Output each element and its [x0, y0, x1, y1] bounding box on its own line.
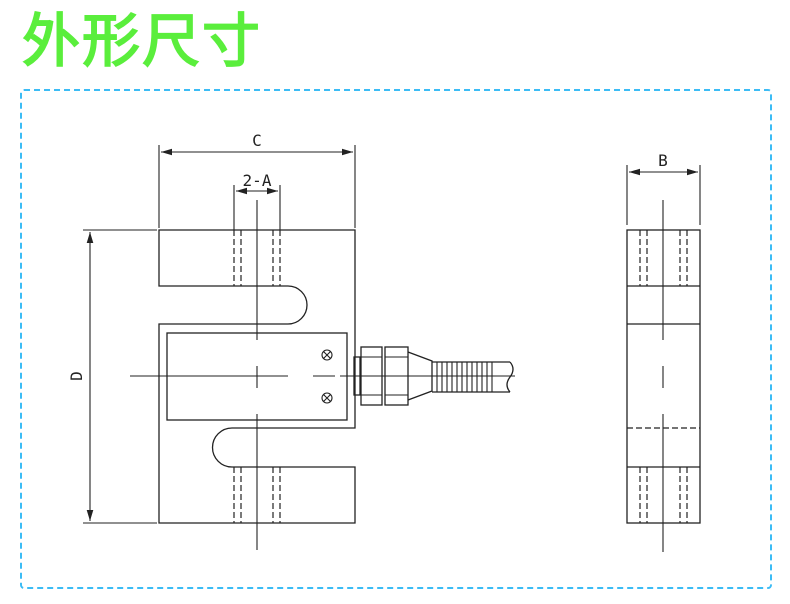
dimension-label-c: C	[252, 131, 262, 150]
cable-connector	[353, 346, 514, 406]
drawing-frame	[20, 89, 772, 589]
dimension-b: B	[626, 151, 701, 225]
dimension-label-d: D	[67, 371, 86, 381]
screw-icon	[321, 392, 333, 404]
screw-icon	[321, 349, 333, 361]
dimension-label-b: B	[658, 151, 668, 170]
front-view: C 2-A D	[67, 131, 515, 550]
page-title: 外形尺寸	[22, 7, 263, 75]
centerlines	[130, 200, 515, 550]
dimension-label-2a: 2-A	[243, 171, 272, 190]
side-view: B	[626, 151, 701, 552]
dimension-d: D	[67, 229, 157, 524]
dimension-c: C	[158, 131, 356, 228]
dimension-2a: 2-A	[233, 171, 281, 230]
hidden-hole-lines	[233, 230, 281, 523]
s-body-outline	[158, 229, 356, 524]
